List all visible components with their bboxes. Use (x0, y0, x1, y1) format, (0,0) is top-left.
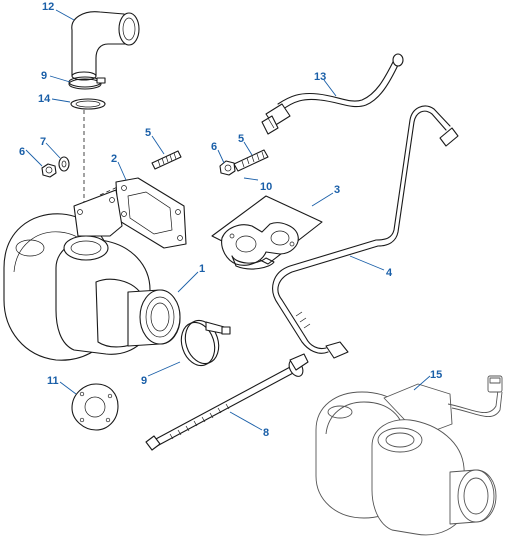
flange-gasket-part-2 (115, 177, 187, 249)
callout-8: 8 (263, 427, 269, 439)
callout-14: 14 (38, 93, 51, 105)
stud-part-5-mid (233, 149, 269, 172)
callout-12: 12 (42, 1, 54, 13)
callout-5-mid: 5 (238, 133, 244, 145)
turbocharger-main (3, 189, 181, 361)
ring-gasket-part-14 (70, 98, 106, 110)
nut-part-6-mid (219, 160, 236, 176)
callout-15: 15 (430, 369, 442, 381)
flange-gasket-part-11 (71, 383, 119, 431)
nut-part-6-left (41, 163, 57, 178)
stud-part-5-left (151, 150, 182, 170)
callout-7: 7 (40, 136, 46, 148)
callout-13: 13 (314, 71, 326, 83)
callout-4: 4 (386, 267, 393, 279)
callout-9-top: 9 (41, 70, 47, 82)
stud-bolt-part-8 (145, 353, 309, 451)
callout-9-bottom: 9 (141, 375, 147, 387)
washer-part-7 (58, 156, 70, 172)
callout-3: 3 (334, 184, 340, 196)
elbow-pipe-part-12 (71, 11, 140, 81)
callouts: 12 9 14 13 7 6 5 2 5 6 10 3 4 1 9 11 8 1… (19, 1, 442, 439)
clamp-part-9-top (68, 76, 106, 90)
callout-2: 2 (111, 153, 117, 165)
callout-1: 1 (199, 263, 205, 275)
oil-tube-part-13 (261, 53, 404, 135)
clamp-part-9-bottom (180, 319, 231, 367)
oil-line-part-4 (272, 105, 459, 359)
turbocharger-part-15 (315, 375, 503, 536)
callout-11: 11 (47, 375, 59, 387)
callout-10: 10 (260, 181, 272, 193)
callout-6-mid: 6 (211, 141, 217, 153)
callout-5-left: 5 (145, 127, 151, 139)
callout-6-left: 6 (19, 146, 25, 158)
gasket-kit-part-3 (211, 195, 323, 270)
leader-lines (25, 9, 431, 431)
